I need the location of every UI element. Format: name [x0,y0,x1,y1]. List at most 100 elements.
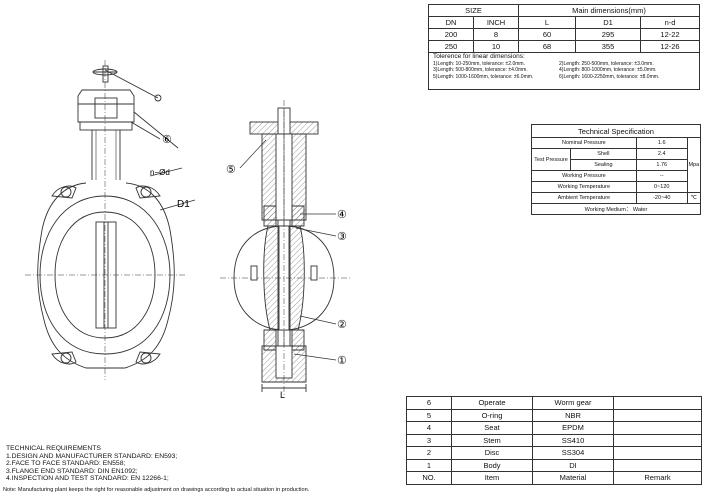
table-cell: NBR [532,408,614,422]
l-label: L [280,390,285,400]
table-row: 3 Stem SS410 [406,433,702,447]
requirement-item: 3.FLANGE END STANDARD: DIN EN1092; [6,467,138,475]
table-row: 1 Body DI [406,458,702,472]
dimensions-table: SIZE Main dimensions(mm) DN INCH L D1 n-… [428,4,700,53]
table-cell: SS410 [532,433,614,447]
d1-label: D1 [177,199,190,210]
technical-specification-table: Technical Specification Nominal Pressure… [531,124,702,215]
table-cell: Worm gear [532,396,614,410]
front-view-drawing: D1 n−Ød ⑥ [25,60,196,380]
table-cell: 1 [406,458,452,472]
working-temperature-label: Working Temperature [531,181,637,193]
main-dimensions-header: Main dimensions(mm) [518,4,700,17]
col-inch: INCH [473,16,519,29]
table-cell: Stem [451,433,533,447]
mpa-unit: Mpa [686,137,702,193]
table-cell [613,446,702,460]
callout-4: ④ [337,209,347,221]
table-cell: 250 [428,40,474,53]
table-cell [613,396,702,410]
dimensions-column-header: DN INCH L D1 n-d [428,16,700,29]
table-cell: 2 [406,446,452,460]
table-cell: Seat [451,421,533,435]
tolerance-item: 6)Length: 1600-2250mm, tolerance: ±8.0mm… [559,73,660,80]
table-row: 5 O-ring NBR [406,408,702,422]
bom-header-no: NO. [406,471,452,485]
requirement-item: 4.INSPECTION AND TEST STANDARD: EN 12266… [6,475,169,483]
tolerance-item: 4)Length: 800-1000mm, tolerance: ±5.0mm. [559,67,657,73]
working-medium: Working Medium： Water [531,203,701,215]
table-cell: 4 [406,421,452,435]
bom-header-material: Material [532,471,614,485]
requirements-title: TECHNICAL REQUIREMENTS [6,445,101,452]
callout-3: ③ [337,231,347,243]
table-cell: O-ring [451,408,533,422]
table-cell: 12-26 [640,40,700,53]
tolerance-item: 1)Length: 10-250mm, tolerance: ±2.0mm. [433,60,525,67]
table-cell: 60 [518,28,576,41]
nominal-pressure-value: 1.6 [635,137,688,149]
nominal-pressure-label: Nominal Pressure [531,137,637,149]
table-cell: 295 [575,28,641,41]
table-cell [613,421,702,435]
table-cell: 5 [406,408,452,422]
requirement-item: 1.DESIGN AND MANUFACTURER STANDARD: EN59… [6,452,178,460]
table-cell: 12-22 [640,28,700,41]
table-cell: 200 [428,28,474,41]
table-cell: Operate [451,396,533,410]
requirement-item: 2.FACE TO FACE STANDARD: EN558; [6,460,126,468]
table-cell: EPDM [532,421,614,435]
table-row: 6 Operate Worm gear [406,396,702,410]
table-row: 4 Seat EPDM [406,421,702,435]
table-cell: 10 [473,40,519,53]
col-d1: D1 [575,16,641,29]
table-row: 2 Disc SS304 [406,446,702,460]
ambient-temperature-value: -20~40 [635,192,688,204]
table-cell: 3 [406,433,452,447]
table-cell: SS304 [532,446,614,460]
tolerance-item: 3)Length: 500-800mm, tolerance: ±4.0mm. [433,67,528,73]
callout-5: ⑤ [226,164,236,176]
table-cell: 355 [575,40,641,53]
col-l: L [518,16,576,29]
tolerance-item: 5)Length: 1000-1600mm, tolerance: ±6.0mm… [433,73,534,80]
table-cell: 6 [406,396,452,410]
sealing-label: Sealing [570,159,637,171]
test-pressure-label: Test Pressure [531,148,571,171]
table-cell: 68 [518,40,576,53]
temperature-unit: ℃ [686,192,702,204]
table-cell [613,408,702,422]
working-pressure-value: -- [635,170,688,182]
ambient-temperature-label: Ambient Temperature [531,192,637,204]
shell-value: 2.4 [635,148,688,160]
col-nd: n-d [640,16,700,29]
col-dn: DN [428,16,474,29]
shell-label: Shell [570,148,637,160]
callout-2: ② [337,319,347,331]
callout-6: ⑥ [162,134,172,146]
tolerance-item: 2)Length: 250-500mm, tolerance: ±3.0mm. [559,60,654,67]
tolerance-title: Tolerence for linear dimensions: [433,53,525,60]
working-pressure-label: Working Pressure [531,170,637,182]
tolerance-box: Tolerence for linear dimensions: 1)Lengt… [428,52,700,90]
table-cell: 8 [473,28,519,41]
table-cell [613,458,702,472]
working-temperature-value: 0~120 [635,181,688,193]
technical-requirements: TECHNICAL REQUIREMENTS 1.DESIGN AND MANU… [6,445,177,483]
nd-label: n−Ød [150,168,170,177]
bom-header-remark: Remark [613,471,702,485]
bom-header-row: NO. Item Material Remark [406,471,702,485]
table-cell: Body [451,458,533,472]
section-view-drawing: L ⑤ ④ ③ ② ① [220,100,350,400]
table-row: 250 10 68 355 12-26 [428,40,700,53]
table-cell: Disc [451,446,533,460]
bill-of-materials-table: 6 Operate Worm gear 5 O-ring NBR 4 Seat … [406,396,702,485]
callout-1: ① [337,355,347,367]
spec-title: Technical Specification [531,124,701,138]
table-row: 200 8 60 295 12-22 [428,28,700,41]
table-cell: DI [532,458,614,472]
table-cell [613,433,702,447]
bom-header-item: Item [451,471,533,485]
manufacturing-note: Note: Manufacturing plant keeps the righ… [3,487,310,493]
size-header: SIZE [428,4,519,17]
